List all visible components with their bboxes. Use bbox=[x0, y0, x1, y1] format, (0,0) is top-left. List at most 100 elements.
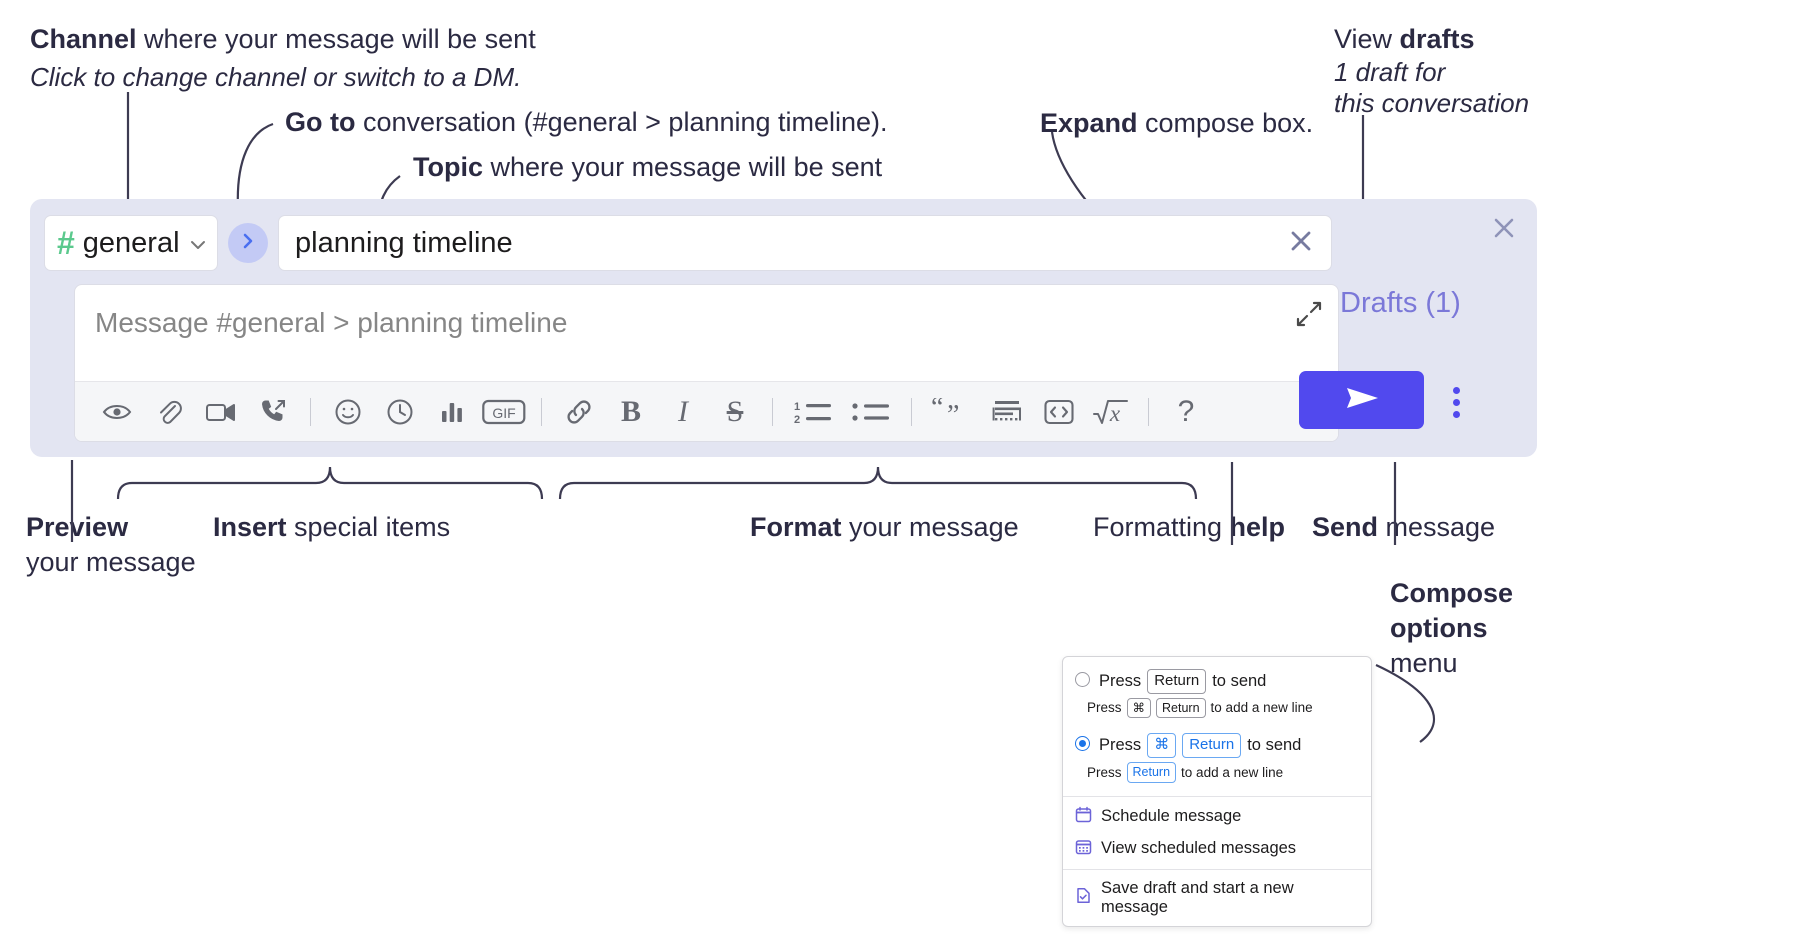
strikethrough-icon[interactable]: S bbox=[709, 389, 761, 435]
compose-widget: # general planning timeline Message #gen… bbox=[30, 199, 1537, 457]
chevron-right-icon bbox=[238, 231, 258, 256]
drafts-link[interactable]: Drafts (1) bbox=[1340, 287, 1461, 319]
emoji-icon[interactable] bbox=[322, 389, 374, 435]
compose-options-popup: Press Return to send Press ⌘ Return to a… bbox=[1062, 656, 1372, 927]
annotation-goto-rest: conversation (#general > planning timeli… bbox=[355, 107, 888, 137]
svg-text:2: 2 bbox=[794, 414, 800, 426]
annotation-format: Format your message bbox=[750, 510, 1019, 545]
annotation-preview: Preview your message bbox=[26, 510, 196, 580]
annotation-topic-rest: where your message will be sent bbox=[483, 152, 883, 182]
annotation-compose-options: Compose options menu bbox=[1390, 576, 1513, 681]
menu-divider bbox=[1063, 868, 1371, 870]
clear-topic-icon[interactable] bbox=[1285, 225, 1317, 262]
message-input-box[interactable]: Message #general > planning timeline bbox=[74, 284, 1339, 442]
option1-post: to send bbox=[1212, 671, 1267, 690]
menu-item-view-scheduled-messages[interactable]: View scheduled messages bbox=[1063, 833, 1371, 865]
italic-icon[interactable]: I bbox=[657, 389, 709, 435]
compose-header-row: # general planning timeline bbox=[44, 215, 1332, 271]
strike-label: S bbox=[726, 394, 744, 428]
annotation-format-bold: Format bbox=[750, 512, 842, 542]
preview-icon[interactable] bbox=[91, 389, 143, 435]
gif-icon[interactable]: GIF bbox=[478, 389, 530, 435]
send-option-1[interactable]: Press Return to send Press ⌘ Return to a… bbox=[1063, 663, 1371, 727]
annotation-expand: Expand compose box. bbox=[1040, 106, 1313, 141]
bold-icon[interactable]: B bbox=[605, 389, 657, 435]
key-return: Return bbox=[1147, 669, 1207, 694]
link-icon[interactable] bbox=[553, 389, 605, 435]
option2-post: to send bbox=[1247, 736, 1302, 754]
audio-call-icon[interactable] bbox=[247, 389, 299, 435]
option1-sub-post: to add a new line bbox=[1210, 700, 1313, 716]
toolbar-separator bbox=[1148, 397, 1149, 426]
code-block-icon[interactable] bbox=[981, 389, 1033, 435]
annotation-insert-bold: Insert bbox=[213, 512, 287, 542]
chevron-down-icon bbox=[188, 227, 208, 260]
save-draft-icon bbox=[1075, 887, 1092, 909]
channel-selector[interactable]: # general bbox=[44, 215, 218, 271]
topic-input[interactable]: planning timeline bbox=[278, 215, 1332, 271]
toolbar-separator bbox=[310, 397, 311, 426]
annotation-send-rest: message bbox=[1378, 512, 1496, 542]
annotation-expand-rest: compose box. bbox=[1137, 108, 1314, 138]
formatting-toolbar: GIF B I S 1 2 bbox=[75, 381, 1338, 441]
annotation-drafts: View drafts 1 draft for this conversatio… bbox=[1334, 22, 1529, 120]
svg-text:”: ” bbox=[947, 400, 959, 426]
key-return-small: Return bbox=[1156, 697, 1206, 719]
annotation-drafts-sub1: 1 draft for bbox=[1334, 56, 1446, 87]
radio-selected[interactable] bbox=[1075, 736, 1090, 752]
annotation-insert: Insert special items bbox=[213, 510, 450, 545]
compose-options-menu-button[interactable] bbox=[1453, 382, 1463, 423]
annotation-compose-bold2: options bbox=[1390, 613, 1488, 644]
blockquote-icon[interactable]: “ ” bbox=[923, 389, 981, 435]
bold-label: B bbox=[620, 394, 641, 428]
send-option-2[interactable]: Press ⌘ Return to send Press Return to a… bbox=[1063, 727, 1371, 791]
toolbar-separator bbox=[772, 397, 773, 426]
key-command: ⌘ bbox=[1147, 733, 1177, 758]
topic-value: planning timeline bbox=[295, 226, 513, 259]
annotation-send-bold: Send bbox=[1312, 512, 1379, 542]
annotation-format-rest: your message bbox=[841, 512, 1019, 542]
italic-label: I bbox=[678, 394, 688, 428]
bulleted-list-icon[interactable] bbox=[842, 389, 900, 435]
help-icon[interactable]: ? bbox=[1160, 389, 1212, 435]
menu-item-label: Save draft and start a new message bbox=[1101, 878, 1294, 916]
poll-icon[interactable] bbox=[426, 389, 478, 435]
toolbar-separator bbox=[541, 397, 542, 426]
send-button[interactable] bbox=[1299, 371, 1424, 429]
kebab-dot bbox=[1453, 399, 1460, 406]
annotation-drafts-pre: View bbox=[1334, 24, 1400, 54]
annotation-channel-sub: Click to change channel or switch to a D… bbox=[30, 61, 522, 92]
annotation-goto: Go to conversation (#general > planning … bbox=[285, 105, 888, 140]
gif-label: GIF bbox=[492, 405, 515, 421]
annotation-preview-line2: your message bbox=[26, 547, 196, 578]
kebab-dot bbox=[1453, 387, 1460, 394]
toolbar-separator bbox=[911, 397, 912, 426]
video-icon[interactable] bbox=[195, 389, 247, 435]
close-icon[interactable] bbox=[1489, 213, 1519, 243]
annotation-preview-bold: Preview bbox=[26, 512, 129, 542]
math-icon[interactable]: x bbox=[1085, 389, 1137, 435]
menu-item-label: Schedule message bbox=[1101, 807, 1242, 825]
annotation-topic: Topic where your message will be sent bbox=[413, 150, 882, 185]
goto-conversation-button[interactable] bbox=[228, 223, 268, 263]
menu-divider bbox=[1063, 795, 1371, 797]
annotation-expand-bold: Expand bbox=[1040, 108, 1138, 138]
calendar-grid-icon bbox=[1075, 838, 1092, 860]
annotation-help: Formatting help bbox=[1093, 510, 1285, 545]
option2-pre: Press bbox=[1099, 736, 1142, 754]
annotation-topic-bold: Topic bbox=[413, 152, 483, 182]
attachment-icon[interactable] bbox=[143, 389, 195, 435]
menu-item-save-draft[interactable]: Save draft and start a new message bbox=[1063, 874, 1371, 926]
radio-unselected[interactable] bbox=[1075, 672, 1090, 687]
menu-item-schedule-message[interactable]: Schedule message bbox=[1063, 801, 1371, 833]
annotation-channel-rest: where your message will be sent bbox=[136, 24, 536, 54]
ordered-list-icon[interactable]: 1 2 bbox=[784, 389, 842, 435]
calendar-schedule-icon bbox=[1075, 806, 1092, 828]
annotation-help-bold: help bbox=[1229, 512, 1286, 542]
reminder-clock-icon[interactable] bbox=[374, 389, 426, 435]
expand-compose-icon[interactable] bbox=[1294, 299, 1324, 334]
annotation-drafts-bold: drafts bbox=[1399, 24, 1475, 54]
inline-code-icon[interactable] bbox=[1033, 389, 1085, 435]
hash-icon: # bbox=[57, 225, 75, 261]
